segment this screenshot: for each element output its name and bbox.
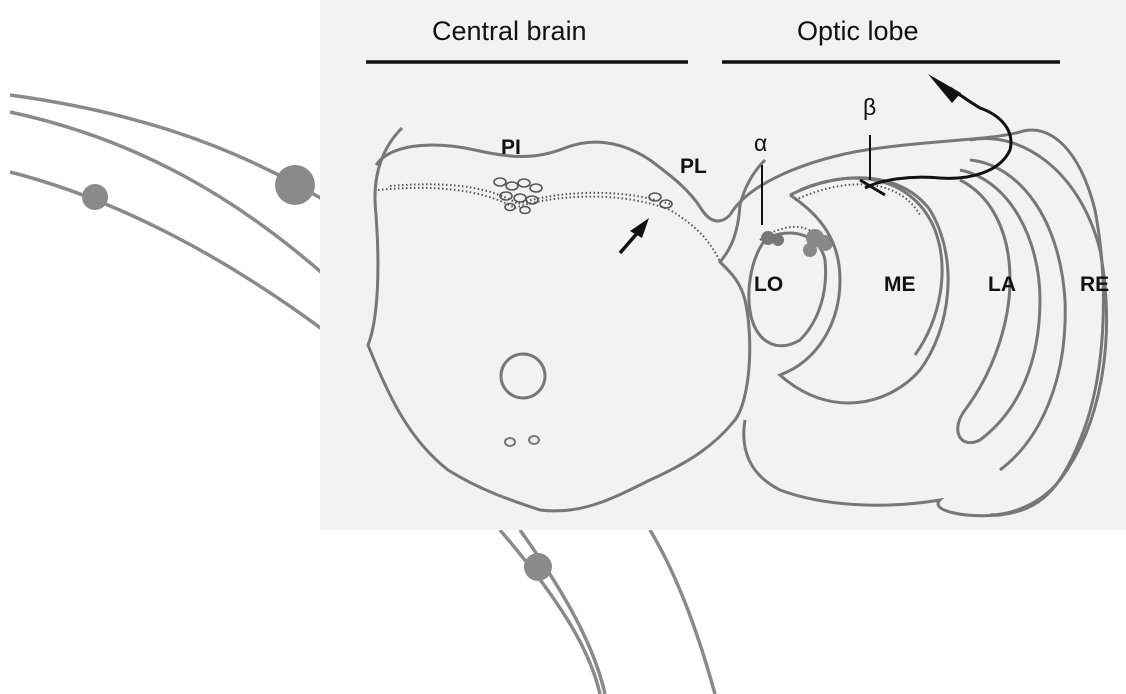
central-brain-header: Central brain	[432, 16, 587, 47]
small-hole-1	[505, 438, 515, 446]
electrode-tip	[928, 74, 961, 103]
label-beta: β	[863, 94, 876, 121]
decor-node-bottom	[524, 553, 552, 581]
central-brain-outline	[368, 128, 765, 511]
decor-arc-6	[650, 530, 715, 694]
pl-cells	[649, 193, 672, 208]
cell-body-band-inner	[390, 184, 672, 205]
label-alpha: α	[754, 130, 767, 157]
lamina-outline	[958, 170, 1040, 443]
arrow-head	[630, 218, 649, 238]
lamina-inner	[970, 160, 1065, 470]
label-pl: PL	[680, 155, 707, 179]
decor-arc-4	[500, 530, 600, 694]
decor-node-small	[82, 184, 108, 210]
medulla-inner	[800, 178, 942, 355]
label-re: RE	[1080, 273, 1109, 297]
label-lo: LO	[754, 273, 783, 297]
optic-lobe-header: Optic lobe	[797, 16, 919, 47]
small-hole-2	[529, 436, 539, 444]
label-pi: PI	[501, 136, 521, 160]
label-me: ME	[884, 273, 916, 297]
medulla-outline	[780, 178, 948, 403]
label-la: LA	[988, 273, 1016, 297]
central-brain-top	[376, 142, 730, 221]
cell-body-band	[378, 188, 720, 262]
decor-node-large	[275, 165, 315, 205]
central-brain-foramen	[501, 354, 545, 398]
brain-diagram	[320, 0, 1126, 530]
optic-lobe-outline	[730, 130, 1103, 516]
figure-panel: Central brain Optic lobe PI PL LO ME LA …	[320, 0, 1126, 530]
